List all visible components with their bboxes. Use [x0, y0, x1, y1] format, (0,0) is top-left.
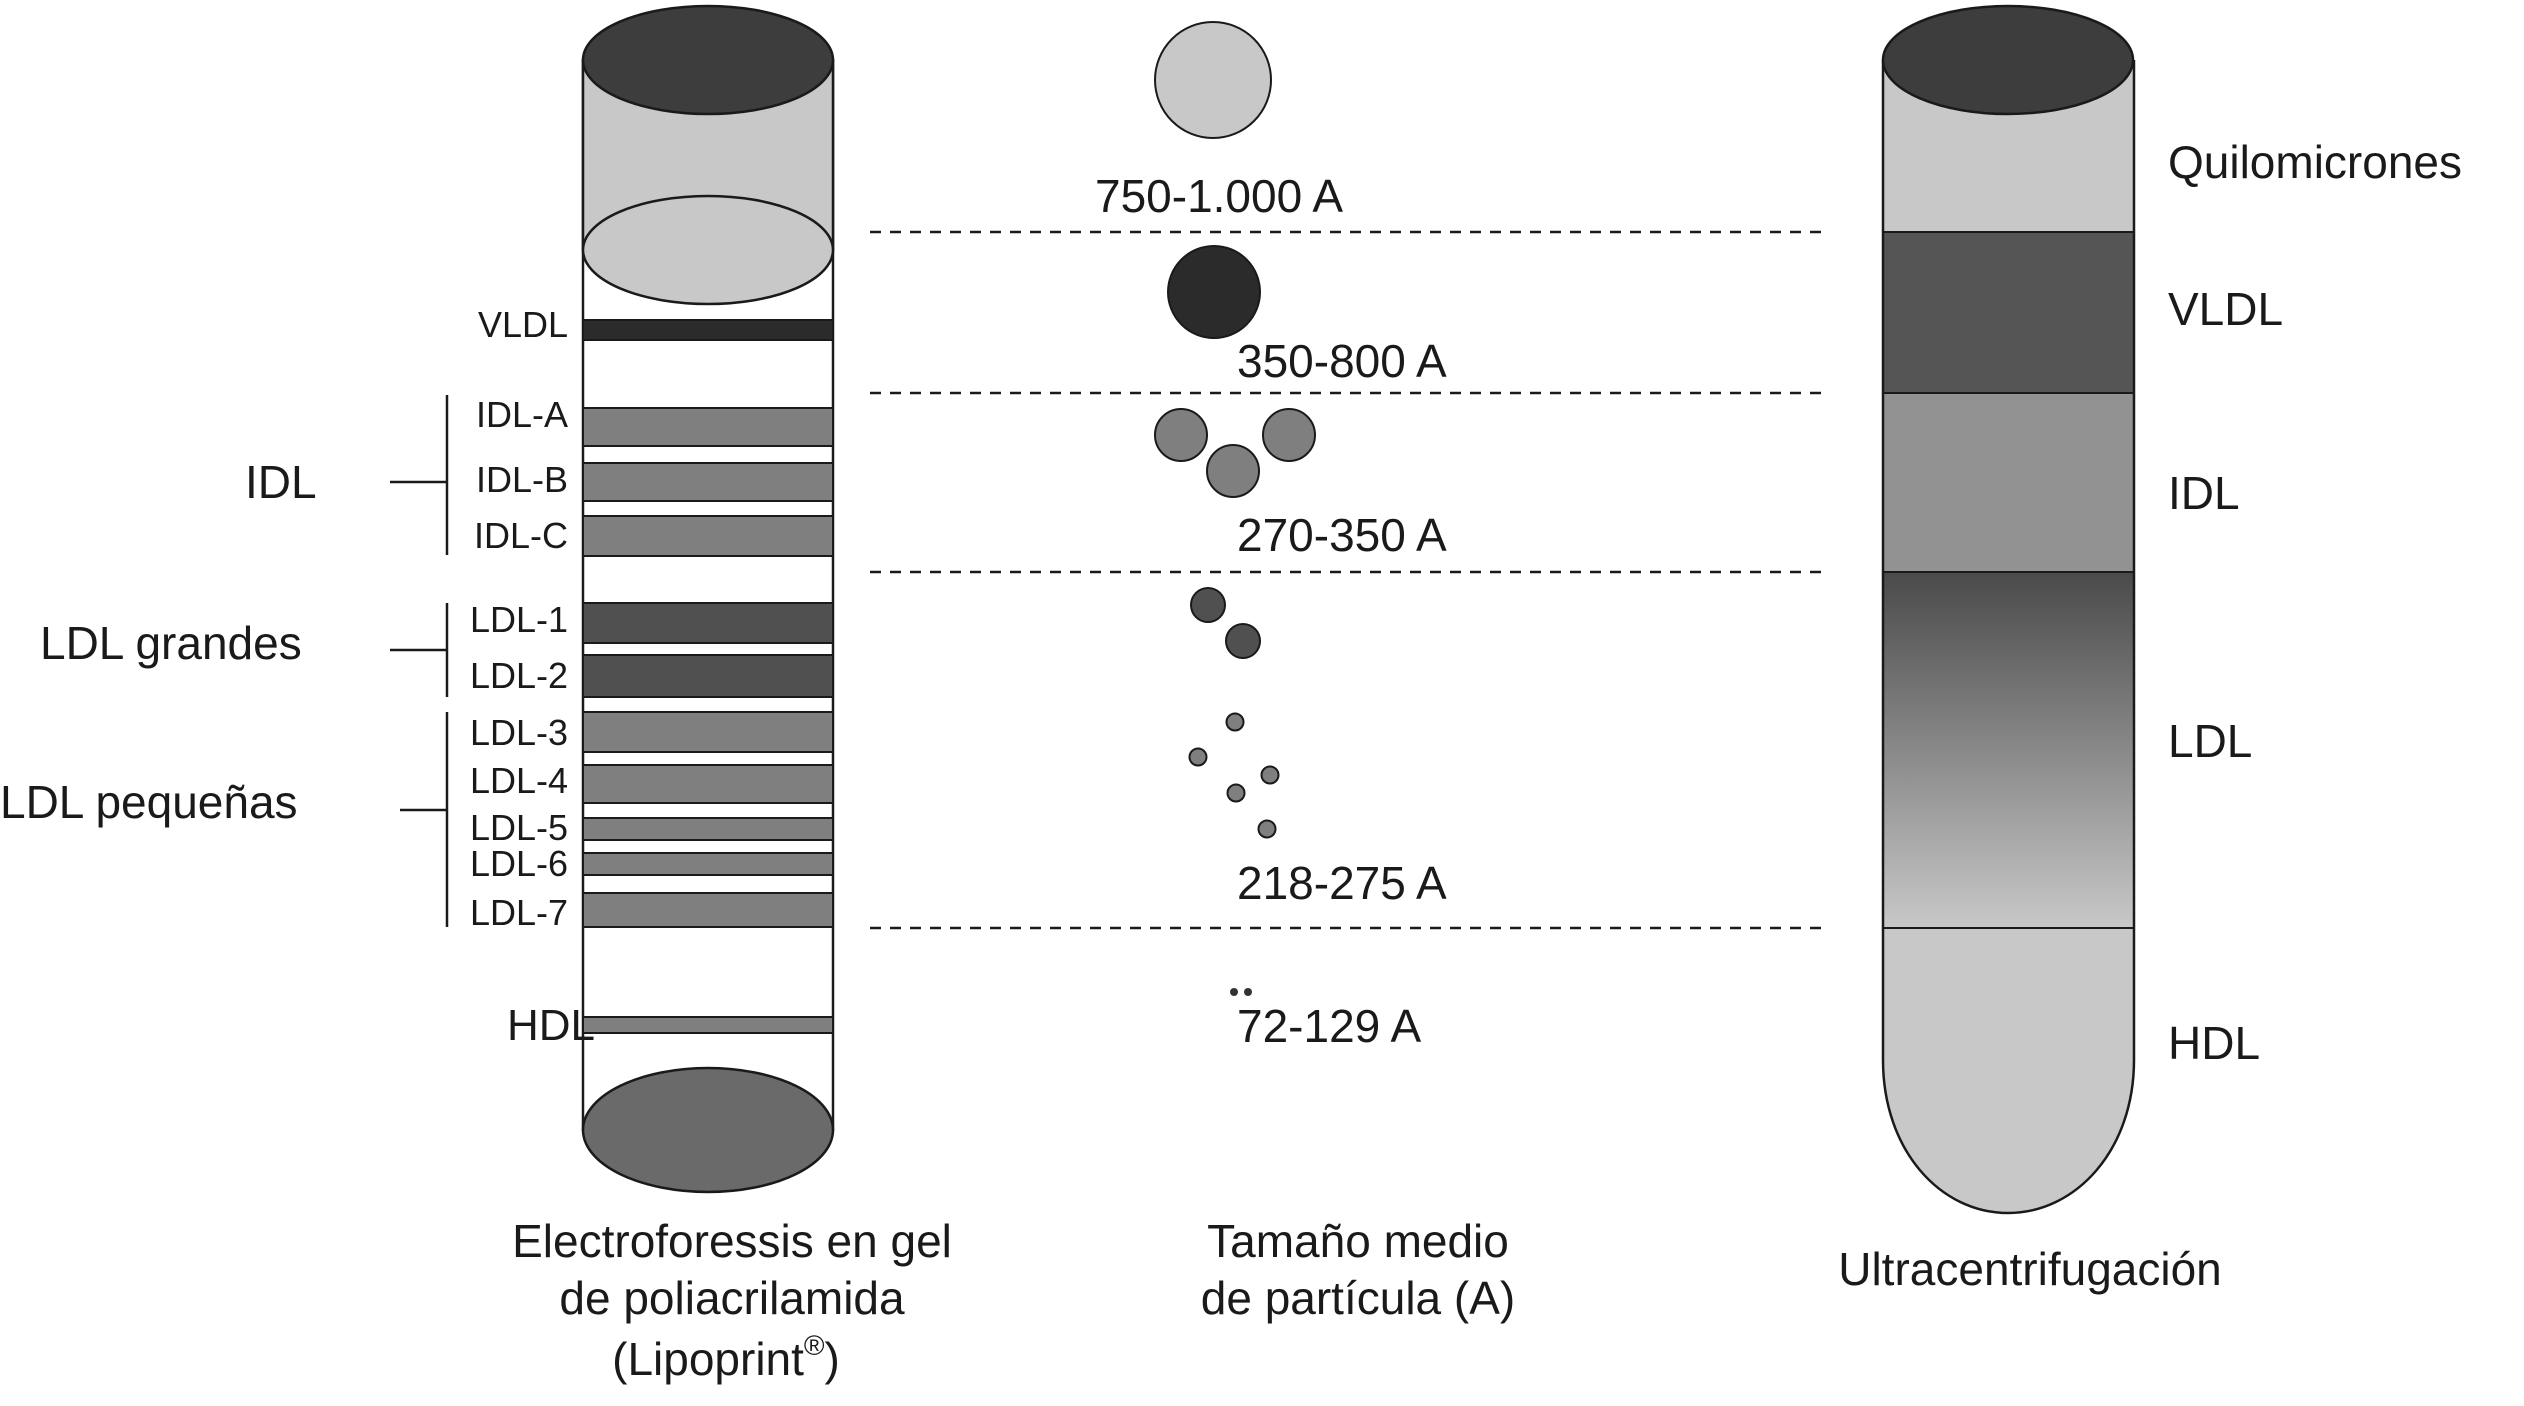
label-ldl-5: LDL-5 — [470, 807, 568, 848]
caption-electrophoresis-line3: (Lipoprint®) — [612, 1330, 840, 1385]
label-idl-a: IDL-A — [476, 394, 568, 435]
particle-ldl-large — [1190, 587, 1226, 623]
band-idl-a — [582, 407, 834, 447]
fraction-label-hdl: HDL — [2168, 1017, 2260, 1069]
band-vldl — [582, 319, 834, 341]
label-hdl-band: HDL — [507, 1001, 595, 1050]
band-ldl-3 — [582, 711, 834, 753]
electrophoresis-caption: Electroforessis en gel de poliacrilamida… — [512, 1215, 952, 1385]
fraction-hdl — [1883, 928, 2134, 1213]
group-brackets — [390, 395, 449, 927]
size-range-ldl: 218-275 A — [1237, 857, 1447, 909]
band-labels: VLDL IDL-A IDL-B IDL-C LDL-1 LDL-2 LDL-3… — [470, 304, 595, 1050]
gel-tube-top-cap — [581, 4, 835, 116]
particles — [1154, 21, 1316, 996]
label-idl-c: IDL-C — [474, 515, 568, 556]
band-hdl — [582, 1016, 834, 1034]
separator-lines — [870, 230, 1830, 930]
particle-ldl-small — [1260, 765, 1280, 785]
size-range-idl: 270-350 A — [1237, 509, 1447, 561]
label-ldl-6: LDL-6 — [470, 843, 568, 884]
registered-mark: ® — [804, 1330, 825, 1361]
caption-particle-line2: de partícula (A) — [1201, 1272, 1515, 1324]
particle-ldl-large — [1225, 623, 1261, 659]
group-labels: IDL LDL grandes LDL pequeñas — [0, 456, 317, 828]
ultra-tube-outline — [1881, 60, 2136, 1215]
band-idl-c — [582, 515, 834, 557]
band-ldl-1 — [582, 602, 834, 644]
size-range-labels: 750-1.000 A 350-800 A 270-350 A 218-275 … — [1095, 170, 1447, 1052]
group-label-ldl-pequenas: LDL pequeñas — [0, 776, 298, 828]
size-range-hdl: 72-129 A — [1237, 1000, 1421, 1052]
electrophoresis-tube — [581, 4, 835, 1194]
label-vldl-band: VLDL — [478, 304, 568, 345]
fraction-vldl — [1883, 232, 2134, 393]
particle-hdl — [1230, 988, 1238, 996]
particle-ldl-small — [1257, 819, 1277, 839]
size-range-quilomicrones: 750-1.000 A — [1095, 170, 1343, 222]
label-ldl-7: LDL-7 — [470, 892, 568, 933]
label-ldl-2: LDL-2 — [470, 655, 568, 696]
band-ldl-2 — [582, 654, 834, 698]
gel-tube-bottom-cap — [581, 1066, 835, 1194]
caption-ultracentrifugation: Ultracentrifugación — [1838, 1243, 2222, 1295]
particle-idl — [1206, 444, 1260, 498]
band-ldl-5 — [582, 817, 834, 841]
particle-hdl — [1244, 988, 1252, 996]
label-ldl-1: LDL-1 — [470, 599, 568, 640]
particle-idl — [1154, 408, 1208, 462]
caption-particle-line1: Tamaño medio — [1207, 1215, 1509, 1267]
fraction-label-ldl: LDL — [2168, 715, 2252, 767]
fraction-label-vldl: VLDL — [2168, 283, 2283, 335]
fraction-label-idl: IDL — [2168, 467, 2240, 519]
fraction-labels: Quilomicrones VLDL IDL LDL HDL — [2168, 136, 2462, 1069]
fraction-ldl — [1883, 572, 2134, 928]
caption-electrophoresis-line2: de poliacrilamida — [559, 1272, 905, 1324]
group-label-ldl-grandes: LDL grandes — [40, 617, 302, 669]
band-ldl-6 — [582, 852, 834, 876]
band-ldl-7 — [582, 892, 834, 928]
band-ldl-4 — [582, 764, 834, 804]
size-range-vldl: 350-800 A — [1237, 335, 1447, 387]
label-ldl-3: LDL-3 — [470, 712, 568, 753]
ultra-tube-top-cap — [1881, 4, 2135, 116]
band-idl-b — [582, 462, 834, 502]
label-idl-b: IDL-B — [476, 459, 568, 500]
particle-vldl — [1167, 245, 1261, 339]
ultracentrifugation-tube — [1881, 4, 2136, 1215]
label-ldl-4: LDL-4 — [470, 760, 568, 801]
fraction-idl — [1883, 393, 2134, 572]
particle-ldl-small — [1188, 747, 1208, 767]
group-label-idl: IDL — [245, 456, 317, 508]
particle-idl — [1262, 408, 1316, 462]
particle-size-caption: Tamaño medio de partícula (A) — [1201, 1215, 1515, 1324]
caption-electrophoresis-line1: Electroforessis en gel — [512, 1215, 952, 1267]
particle-ldl-small — [1225, 712, 1245, 732]
particle-ldl-small — [1226, 783, 1246, 803]
particle-quilomicron — [1154, 21, 1272, 139]
gel-loading-bottom-ellipse — [581, 194, 835, 306]
fraction-label-quilomicrones: Quilomicrones — [2168, 136, 2462, 188]
